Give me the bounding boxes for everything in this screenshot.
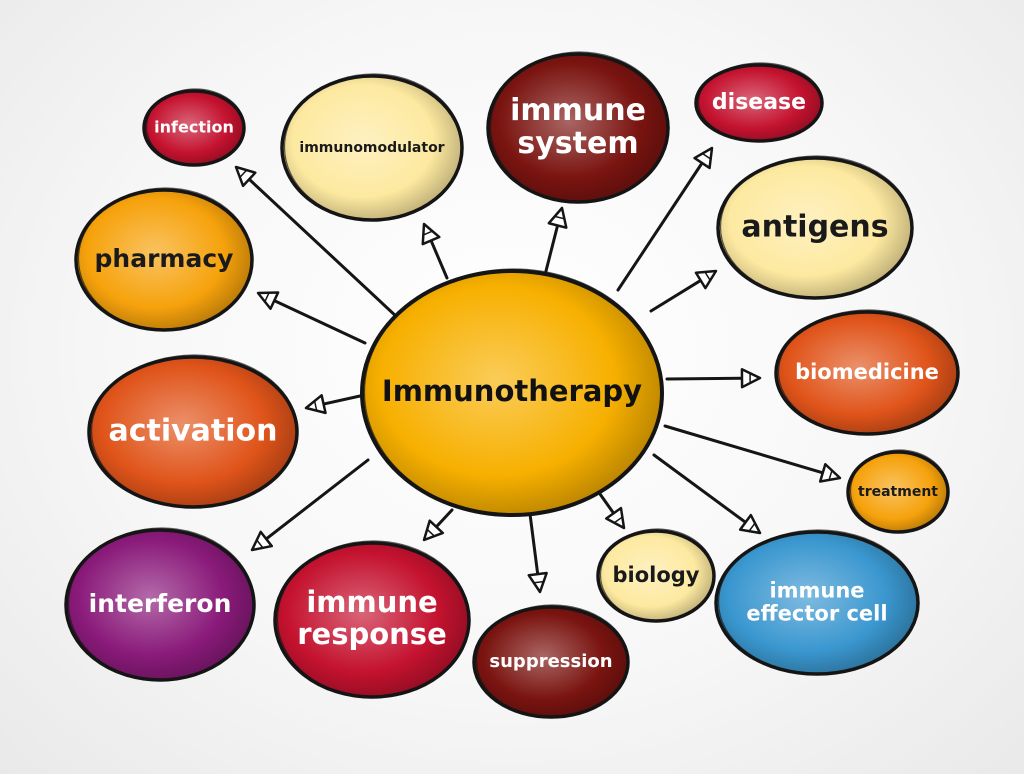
node-outline	[777, 309, 960, 435]
node-outline	[475, 604, 630, 718]
arrow-to-biology	[598, 492, 626, 530]
node-label: disease	[712, 90, 806, 115]
node-outline	[90, 354, 299, 508]
node-label: effector cell	[746, 602, 887, 626]
node-label: antigens	[741, 210, 888, 245]
node-label: immune	[306, 585, 437, 619]
node-disease: disease	[694, 62, 824, 143]
node-label: biology	[612, 563, 699, 587]
node-outline	[145, 88, 246, 166]
arrow-to-immune-effector-cell	[652, 453, 762, 535]
node-antigens: antigens	[716, 155, 914, 300]
node-label: Immunotherapy	[382, 374, 642, 408]
node-label: infection	[154, 118, 234, 137]
node-biology: biology	[596, 528, 716, 623]
node-outline	[489, 51, 670, 203]
arrow-to-immune-response	[422, 508, 454, 542]
node-label: suppression	[489, 651, 612, 672]
node-label: response	[297, 617, 447, 651]
node-treatment: treatment	[846, 449, 950, 534]
node-label: immune	[769, 578, 864, 602]
arrow-to-disease	[616, 146, 714, 292]
arrow-to-interferon	[250, 458, 370, 552]
node-outline	[719, 155, 914, 299]
node-label: system	[517, 126, 638, 161]
node-label: activation	[108, 414, 277, 449]
node-label: treatment	[858, 484, 938, 500]
node-outline	[697, 62, 824, 142]
node-label: pharmacy	[95, 244, 234, 273]
node-outline	[67, 527, 256, 681]
topic-nodes: Immunotherapy infection immunomodulator imm…	[64, 51, 960, 719]
arrow-to-immunomodulator	[421, 222, 449, 280]
node-biomedicine: biomedicine	[774, 309, 960, 436]
node-label: biomedicine	[795, 360, 939, 384]
node-outline	[77, 187, 254, 331]
connector-arrows	[234, 146, 842, 594]
arrow-to-infection	[234, 165, 400, 320]
node-outline	[849, 449, 950, 533]
arrow-to-immune-system	[544, 206, 568, 273]
node-suppression: suppression	[472, 604, 630, 719]
node-outline	[283, 73, 464, 221]
arrow-to-pharmacy	[256, 291, 367, 345]
arrow-to-antigens	[649, 269, 718, 313]
arrow-to-activation	[304, 394, 362, 415]
node-activation: activation	[87, 354, 299, 509]
node-outline	[276, 540, 471, 698]
arrow-to-treatment	[663, 424, 842, 483]
node-interferon: interferon	[64, 527, 256, 682]
node-infection: infection	[142, 88, 246, 167]
node-label: immune	[510, 93, 646, 128]
node-label: interferon	[89, 589, 232, 618]
node-immunomodulator: immunomodulator	[280, 73, 464, 222]
center-node: Immunotherapy	[360, 268, 664, 517]
node-outline	[717, 529, 920, 675]
node-outline	[599, 528, 716, 622]
node-outline	[363, 268, 664, 516]
node-pharmacy: pharmacy	[74, 187, 254, 332]
node-label: immunomodulator	[299, 140, 444, 156]
arrow-to-suppression	[527, 512, 548, 594]
arrow-to-biomedicine	[665, 367, 762, 389]
